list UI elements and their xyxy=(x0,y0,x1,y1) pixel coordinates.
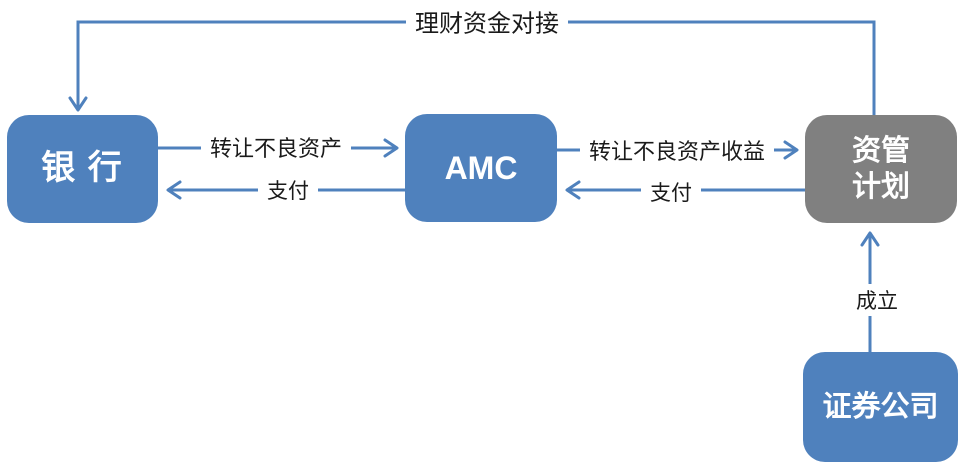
node-asset-plan-line2: 计划 xyxy=(851,171,910,203)
edge-label-transfer-npa-income: 转让不良资产收益 xyxy=(579,133,775,167)
edge-label-pay-plan-to-amc: 支付 xyxy=(641,176,701,208)
edge-label-pay-amc-to-bank: 支付 xyxy=(258,174,318,206)
edge-label-transfer-npa: 转让不良资产 xyxy=(200,130,352,164)
node-amc: AMC xyxy=(405,114,557,222)
node-asset-plan-label: 资管 计划 xyxy=(852,133,910,206)
node-amc-label: AMC xyxy=(444,150,518,186)
edge-label-wealth-link: 理财资金对接 xyxy=(406,2,568,40)
node-asset-plan-line1: 资管 xyxy=(851,134,910,167)
edge-label-establish: 成立 xyxy=(847,284,907,316)
node-bank: 银 行 xyxy=(7,115,158,223)
node-asset-plan: 资管 计划 xyxy=(805,115,957,223)
node-bank-label: 银 行 xyxy=(41,149,124,187)
node-securities: 证券公司 xyxy=(803,352,958,462)
node-securities-label: 证券公司 xyxy=(822,390,939,423)
